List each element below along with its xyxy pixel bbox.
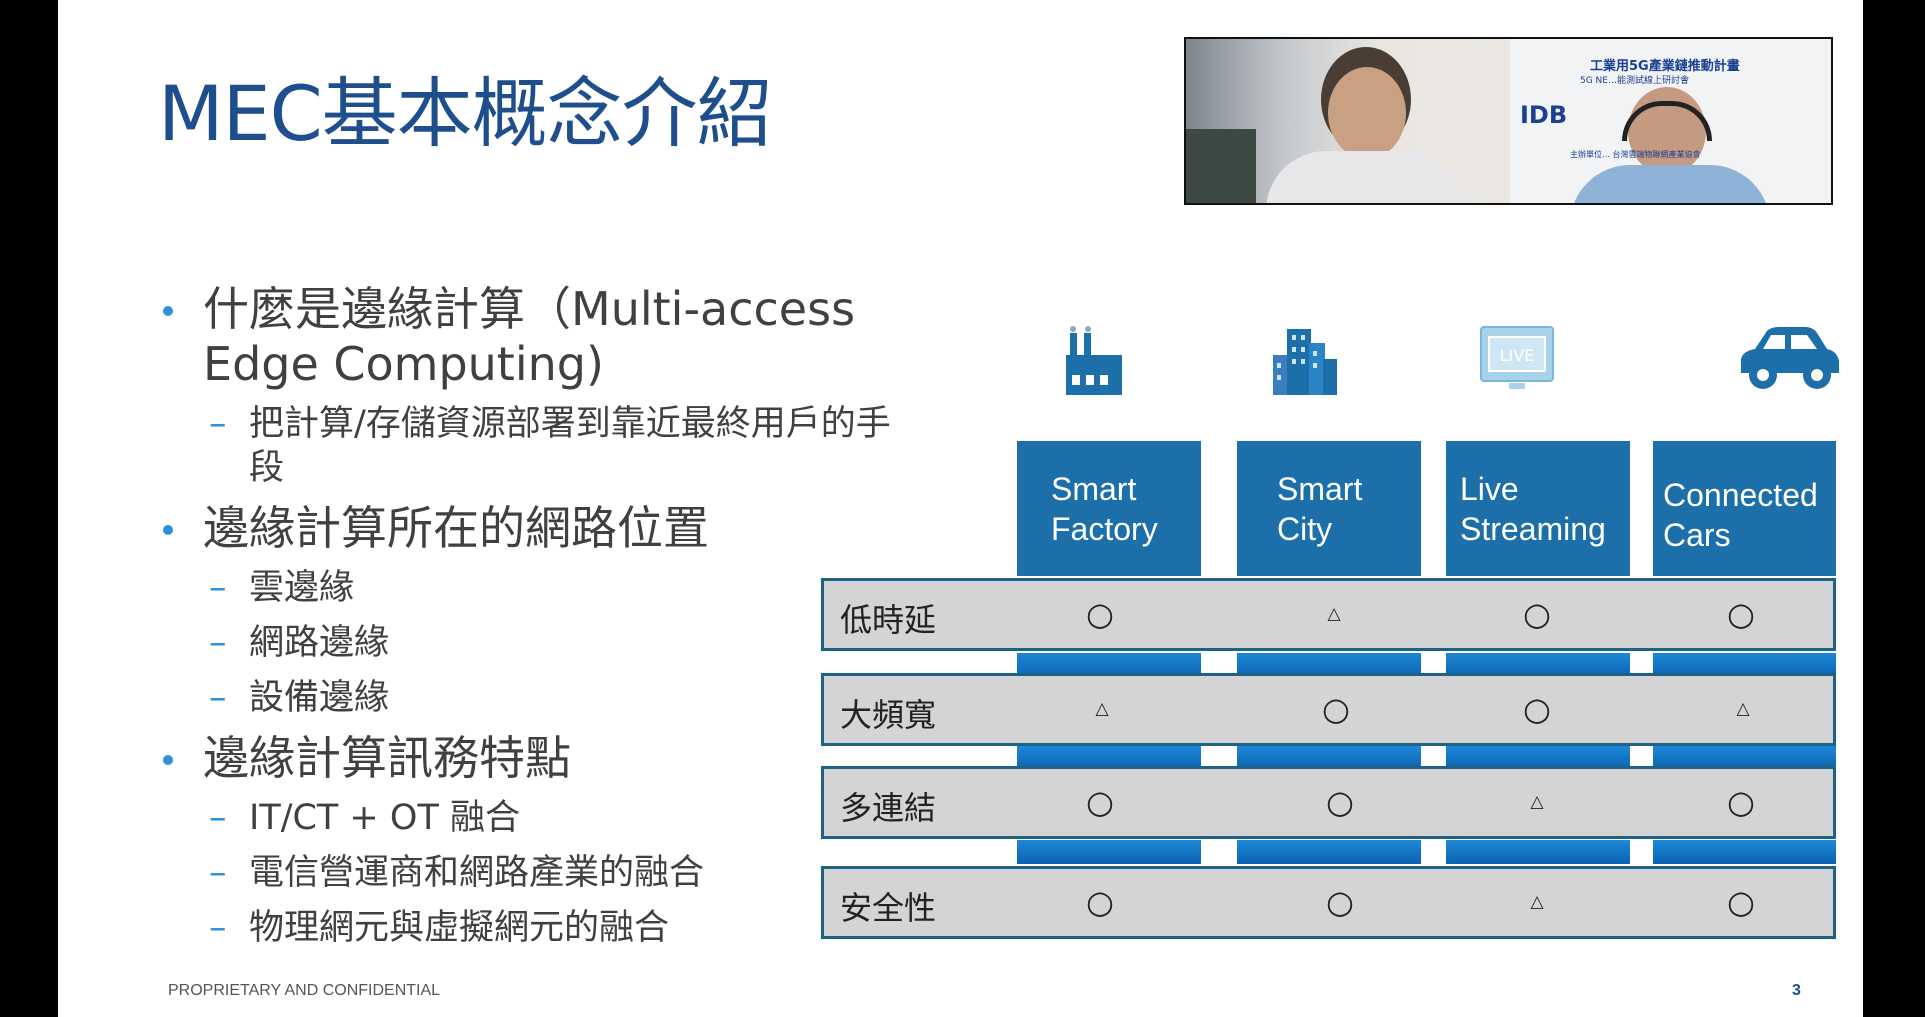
support-mark: ○	[1727, 595, 1755, 633]
support-mark: ○	[1086, 783, 1114, 821]
support-mark: △	[1530, 792, 1544, 812]
support-mark: ○	[1322, 690, 1350, 728]
bullet-dot-icon	[163, 306, 173, 316]
support-mark: ○	[1086, 883, 1114, 921]
support-mark: △	[1530, 892, 1544, 912]
sub-bullet-item: –設備邊緣	[209, 678, 390, 718]
participant-face	[1328, 67, 1406, 159]
slide: MEC基本概念介紹 什麼是邊緣計算（Multi-access Edge Comp…	[58, 0, 1863, 1017]
bullet-item: 什麼是邊緣計算（Multi-access Edge Computing)	[163, 282, 923, 392]
sub-bullet-item: –電信營運商和網路產業的融合	[209, 853, 705, 893]
support-mark: ○	[1086, 595, 1114, 633]
footer-confidential: PROPRIETARY AND CONFIDENTIAL	[168, 982, 441, 999]
column-stripe	[1237, 840, 1421, 864]
idb-logo: IDB	[1520, 101, 1568, 129]
bullet-list: 什麼是邊緣計算（Multi-access Edge Computing) –把計…	[163, 282, 923, 961]
participant-body	[1266, 151, 1466, 203]
column-stripe	[1017, 840, 1201, 864]
support-mark: △	[1736, 699, 1750, 719]
support-mark: ○	[1727, 783, 1755, 821]
bullet-dot-icon	[163, 525, 173, 535]
video-conference-overlay[interactable]: 工業用5G產業鏈推動計畫 5G NE…能測試線上研討會 IDB 主辦單位… 台灣…	[1184, 37, 1833, 205]
support-mark: △	[1327, 604, 1341, 624]
city-buildings-icon	[1273, 329, 1337, 395]
support-mark: ○	[1727, 883, 1755, 921]
column-stripe	[1446, 840, 1630, 864]
factory-icon	[1066, 326, 1122, 395]
support-mark: ○	[1523, 690, 1551, 728]
column-stripe	[1653, 840, 1836, 864]
support-mark: ○	[1326, 883, 1354, 921]
bullet-item: 邊緣計算訊務特點	[163, 731, 923, 786]
participant-video-right: 工業用5G產業鏈推動計畫 5G NE…能測試線上研討會 IDB 主辦單位… 台灣…	[1510, 39, 1831, 203]
table-row-high-bandwidth: 大頻寬 △ ○ ○ △	[821, 673, 1836, 746]
sub-bullet-item: –網路邊緣	[209, 623, 390, 663]
sub-bullet-item: –雲邊緣	[209, 568, 355, 608]
sub-bullet-item: –IT/CT + OT 融合	[209, 798, 520, 838]
svg-text:LIVE: LIVE	[1500, 346, 1535, 365]
table-row-security: 安全性 ○ ○ △ ○	[821, 866, 1836, 939]
support-mark: ○	[1326, 783, 1354, 821]
bullet-item: 邊緣計算所在的網路位置	[163, 501, 923, 556]
slide-title: MEC基本概念介紹	[158, 69, 773, 158]
table-row-low-latency: 低時延 ○ △ ○ ○	[821, 578, 1836, 651]
sub-bullet-item: –物理網元與虛擬網元的融合	[209, 908, 670, 948]
bullet-dot-icon	[163, 755, 173, 765]
participant-video-left	[1186, 39, 1510, 203]
live-tv-icon: LIVE	[1480, 326, 1554, 389]
support-mark: ○	[1523, 595, 1551, 633]
table-row-multi-connection: 多連結 ○ ○ △ ○	[821, 766, 1836, 839]
support-mark: △	[1095, 699, 1109, 719]
window-background	[1186, 129, 1256, 203]
car-icon	[1741, 327, 1839, 389]
sub-bullet-item: –把計算/存儲資源部署到靠近最終用戶的手段	[209, 404, 891, 488]
participant-body	[1570, 165, 1770, 203]
page-number: 3	[1792, 982, 1801, 999]
